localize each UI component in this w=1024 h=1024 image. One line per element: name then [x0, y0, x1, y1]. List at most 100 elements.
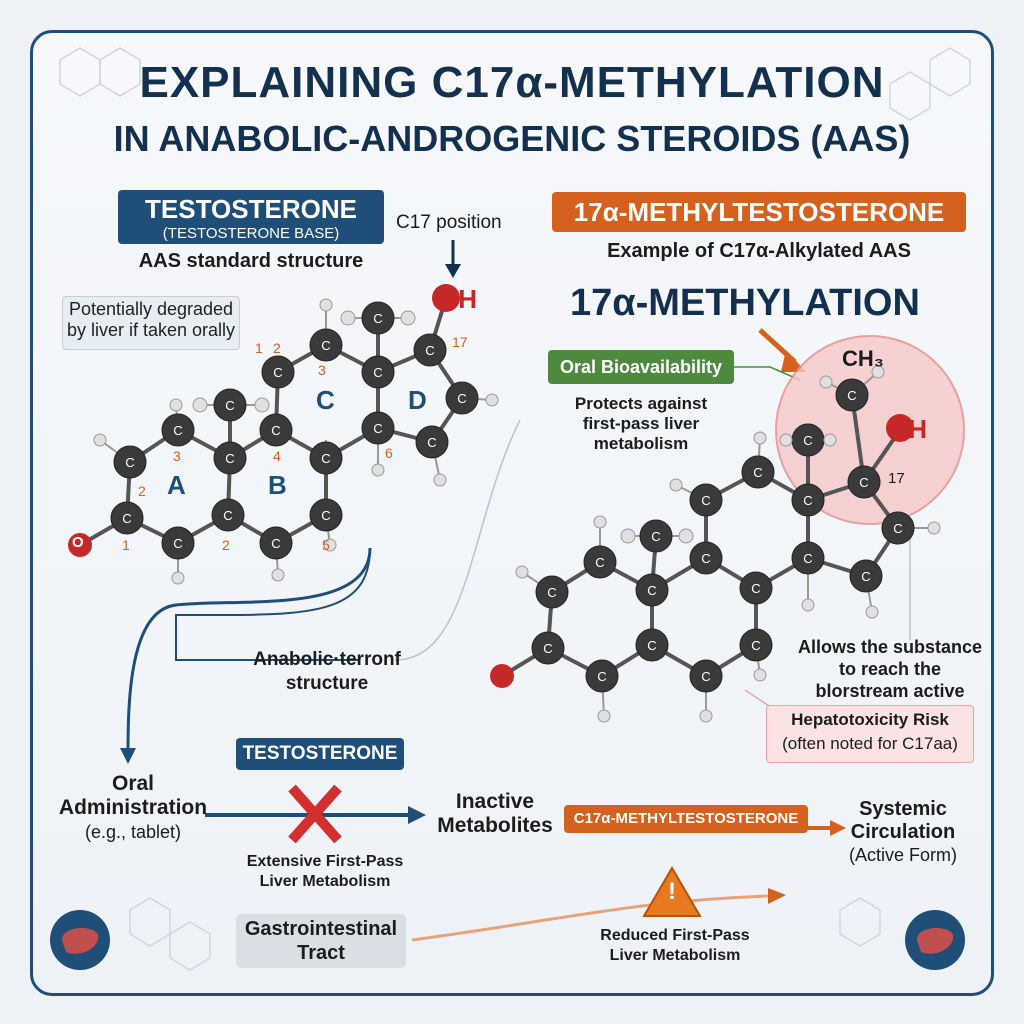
extensive-line-2: Liver Metabolism — [259, 873, 391, 890]
inactive-line-1: Inactive — [455, 790, 535, 813]
methylation-heading: 17α-METHYLATION — [570, 282, 920, 324]
num-label-1b: 1 — [255, 340, 263, 356]
svg-text:C: C — [595, 555, 604, 570]
oral-administration-text: Oral Administration (e.g., tablet) — [58, 772, 208, 844]
svg-text:C: C — [173, 423, 182, 438]
svg-text:C: C — [547, 585, 556, 600]
gi-curve-arrow — [411, 894, 771, 942]
inactive-line-2: Metabolites — [437, 814, 553, 837]
testosterone-header: TESTOSTERONE (TESTOSTERONE BASE) — [118, 190, 384, 244]
right-carbons — [531, 378, 915, 693]
anabolic-label: Anabolic·terronf structure — [232, 648, 422, 696]
svg-text:C: C — [861, 569, 870, 584]
svg-text:C: C — [321, 451, 330, 466]
degraded-note: Potentially degraded by liver if taken o… — [62, 296, 240, 350]
title-line-2: IN ANABOLIC-ANDROGENIC STEROIDS (AAS) — [113, 118, 911, 159]
methyl-to-systemic-arrow-head — [830, 820, 846, 836]
svg-text:C: C — [751, 581, 760, 596]
systemic-line-2: Circulation — [850, 821, 956, 843]
inactive-metabolites-text: Inactive Metabolites — [430, 790, 560, 838]
protects-line-2: first-pass liver — [582, 414, 700, 433]
svg-text:C: C — [321, 338, 330, 353]
svg-text:C: C — [597, 669, 606, 684]
connector-line — [175, 547, 371, 661]
protects-line-3: metabolism — [593, 434, 689, 453]
c17-arrow-head — [445, 264, 461, 278]
flow-line-down — [126, 547, 372, 753]
num-label-2c: 2 — [222, 537, 230, 553]
svg-text:C: C — [271, 423, 280, 438]
right-num-17: 17 — [888, 470, 905, 487]
svg-text:C: C — [893, 521, 902, 536]
testosterone-name: TESTOSTERONE — [145, 194, 357, 224]
svg-text:C: C — [701, 669, 710, 684]
svg-text:C: C — [751, 638, 760, 653]
left-oxygen — [68, 533, 92, 557]
svg-text:C: C — [701, 551, 710, 566]
connector-line-light — [394, 419, 521, 661]
degraded-note-line-1: Potentially degraded — [68, 299, 234, 319]
num-label-4: 4 — [273, 448, 281, 464]
num-label-1: 1 — [122, 537, 130, 553]
protects-line-1: Protects against — [574, 394, 708, 413]
testosterone-caption: AAS standard structure — [138, 250, 364, 272]
green-connector — [734, 366, 801, 381]
systemic-line-3: (Active Form) — [849, 845, 957, 865]
flow-arrow-down — [120, 748, 136, 764]
svg-text:C: C — [543, 641, 552, 656]
anabolic-line-2: structure — [285, 673, 369, 694]
svg-text:C: C — [701, 493, 710, 508]
svg-text:C: C — [373, 421, 382, 436]
svg-text:C: C — [457, 391, 466, 406]
svg-text:C: C — [647, 583, 656, 598]
gi-line-2: Tract — [297, 942, 345, 964]
anabolic-line-1: Anabolic·terronf — [253, 649, 401, 670]
ring-label-d: D — [408, 385, 427, 415]
testosterone-name-sub: (TESTOSTERONE BASE) — [162, 225, 340, 242]
reduced-line-1: Reduced First-Pass — [600, 927, 750, 944]
right-hydrogens — [515, 365, 941, 723]
left-carbon-labels: CCC CCC CCC CCC CCC CCC C — [122, 311, 466, 551]
right-hydroxyl-oxygen — [886, 414, 914, 442]
svg-text:C: C — [427, 435, 436, 450]
hepatotoxicity-note: Hepatotoxicity Risk (often noted for C17… — [766, 705, 974, 763]
svg-text:C: C — [223, 508, 232, 523]
oral-line-2: Administration — [58, 796, 208, 819]
gi-curve-arrow-head — [768, 888, 786, 904]
allows-line-1: Allows the substance — [797, 637, 983, 657]
oral-to-inactive-arrow-head — [408, 806, 426, 824]
svg-text:C: C — [753, 465, 762, 480]
oral-bioavailability-pill: Oral Bioavailability — [548, 350, 734, 384]
svg-text:C: C — [173, 536, 182, 551]
left-hydrogens — [93, 298, 499, 585]
right-carbon-labels: CCC CCC CCC CCC CCC CCC CC — [543, 388, 902, 684]
c17-position-label: C17 position — [396, 212, 502, 233]
systemic-circulation-text: Systemic Circulation (Active Form) — [838, 798, 968, 867]
svg-text:C: C — [425, 343, 434, 358]
allows-text: Allows the substance to reach the blorst… — [790, 636, 990, 702]
left-carbons — [110, 301, 479, 560]
svg-text:C: C — [803, 433, 812, 448]
svg-text:C: C — [225, 398, 234, 413]
title-line-1: EXPLAINING C17α-METHYLATION — [139, 58, 885, 107]
svg-text:C: C — [803, 551, 812, 566]
ch3-label: CH₃ — [842, 346, 884, 371]
extensive-text: Extensive First-Pass Liver Metabolism — [230, 852, 420, 892]
right-oxygen — [490, 664, 514, 688]
svg-text:C: C — [859, 475, 868, 490]
svg-text:C: C — [321, 508, 330, 523]
svg-text:C: C — [803, 493, 812, 508]
ring-label-b: B — [268, 470, 287, 500]
left-hydroxyl-oxygen — [432, 284, 460, 312]
degraded-note-line-2: by liver if taken orally — [66, 320, 236, 340]
num-label-17: 17 — [452, 334, 468, 350]
blocked-cross-icon — [288, 784, 342, 844]
gi-line-1: Gastrointestinal — [244, 918, 398, 940]
svg-text:C: C — [273, 365, 282, 380]
left-oh-label: OH — [438, 284, 477, 314]
svg-text:C: C — [847, 388, 856, 403]
ring-label-c: C — [316, 385, 335, 415]
right-oh-label: OH — [888, 414, 927, 444]
svg-text:C: C — [647, 638, 656, 653]
